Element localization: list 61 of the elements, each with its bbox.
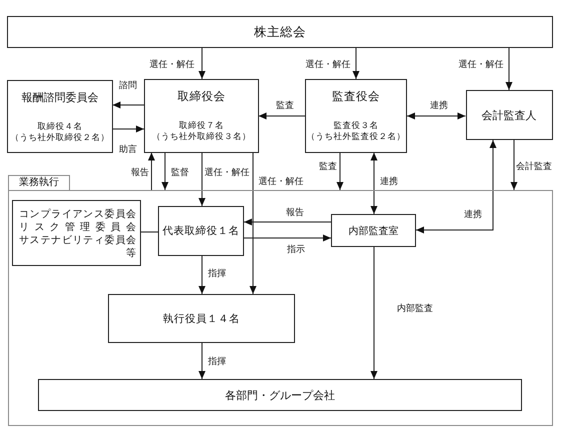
edge-label: 選任・解任 bbox=[204, 167, 250, 177]
edge-label: 会計監査 bbox=[516, 161, 552, 171]
committee-name: サステナビリティ委員会 bbox=[19, 234, 136, 247]
arrow bbox=[244, 218, 332, 226]
edge-label: 助言 bbox=[119, 144, 137, 154]
edge-label: 選任・解任 bbox=[150, 59, 194, 69]
arrow bbox=[162, 152, 168, 190]
member-count: 取締役４名（うち社外取締役２名） bbox=[10, 121, 110, 143]
arrow bbox=[148, 152, 155, 190]
org-box bbox=[12, 200, 141, 266]
arrow bbox=[198, 256, 206, 294]
arrow bbox=[506, 48, 512, 90]
note-text: 等 bbox=[126, 247, 136, 260]
edge-label: 監督 bbox=[171, 167, 189, 177]
org-box: 会計監査人 bbox=[466, 90, 552, 140]
edge-label: 選任・解任 bbox=[458, 59, 504, 69]
edge-label: 指示 bbox=[287, 244, 305, 254]
heading: 監査役会 bbox=[332, 90, 380, 104]
edge-label: 指揮 bbox=[208, 356, 226, 366]
heading: 取締役会 bbox=[177, 90, 226, 104]
member-count: 取締役７名（うち社外取締役３名） bbox=[151, 120, 252, 142]
org-box: 執行役員１４名 bbox=[108, 294, 295, 343]
committee-name: コンプライアンス委員会 bbox=[19, 208, 136, 221]
arrow bbox=[112, 126, 144, 132]
arrow bbox=[198, 342, 206, 380]
arrow bbox=[258, 112, 306, 120]
edge-label: 監査 bbox=[319, 161, 337, 171]
edge-label: 報告 bbox=[286, 207, 304, 217]
edge-label: 報告 bbox=[131, 167, 149, 177]
org-box: 代表取締役１名 bbox=[158, 206, 244, 256]
org-box bbox=[144, 79, 258, 152]
org-box: 内部監査室 bbox=[331, 214, 416, 247]
edge-label: 内部監査 bbox=[397, 303, 433, 313]
edge-label: 選任・解任 bbox=[258, 176, 304, 186]
arrow bbox=[336, 152, 344, 190]
edge-label: 監査 bbox=[276, 100, 294, 110]
arrow bbox=[352, 48, 360, 80]
arrow bbox=[370, 152, 378, 214]
edge-label: 連携 bbox=[430, 100, 448, 110]
edge-label: 選任・解任 bbox=[306, 59, 350, 69]
org-box bbox=[305, 79, 407, 152]
member-count: 監査役３名（うち社外監査役２名） bbox=[306, 120, 406, 142]
edge-label: 連携 bbox=[464, 209, 482, 219]
org-box: 株主総会 bbox=[7, 16, 553, 48]
section-tab: 業務執行 bbox=[8, 175, 70, 190]
edge-label: 指揮 bbox=[208, 268, 226, 278]
arrow bbox=[370, 246, 378, 380]
arrow bbox=[510, 140, 518, 190]
arrow bbox=[250, 152, 256, 294]
heading: 報酬諮問委員会 bbox=[21, 91, 98, 105]
edge-label: 連携 bbox=[380, 176, 398, 186]
arrow bbox=[198, 152, 206, 206]
org-box bbox=[7, 80, 112, 153]
arrow bbox=[198, 48, 206, 80]
arrow bbox=[416, 140, 496, 234]
arrow bbox=[406, 112, 466, 120]
arrow bbox=[244, 234, 332, 242]
org-box: 各部門・グループ会社 bbox=[38, 379, 522, 411]
committee-name: リスク管理委員会 bbox=[19, 221, 136, 234]
arrow bbox=[112, 102, 144, 108]
edge-label: 諮問 bbox=[119, 80, 137, 90]
